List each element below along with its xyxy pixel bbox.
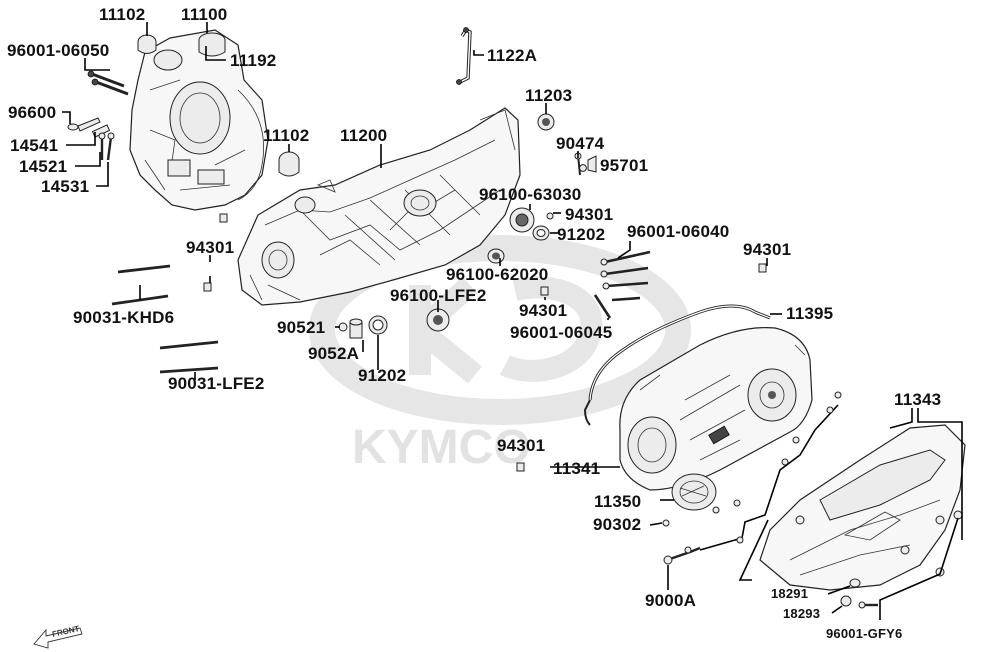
studs-90031-KHD6 (111, 264, 171, 306)
outer-cover-11343 (759, 424, 966, 591)
label-11203: 11203 (525, 86, 573, 105)
crankcase-cover-11341 (619, 327, 813, 491)
label-11395: 11395 (786, 304, 834, 323)
label-96100-LFE2: 96100-LFE2 (390, 286, 487, 305)
label-14541: 14541 (10, 136, 59, 155)
bolts-96001-06050 (87, 70, 129, 96)
studs-90031-LFE2 (159, 340, 219, 374)
label-18291: 18291 (771, 586, 809, 601)
label-96001-GFY6: 96001-GFY6 (826, 626, 903, 641)
label-11102-top: 11102 (99, 5, 146, 24)
bearing-96100-LFE2 (426, 308, 450, 332)
label-1122A: 1122A (487, 46, 538, 65)
label-90031-KHD6: 90031-KHD6 (73, 308, 175, 327)
kymco-watermark-logo (309, 235, 691, 425)
label-94301-d: 94301 (519, 301, 568, 320)
plug-90521-9052A (338, 318, 363, 339)
label-11341: 11341 (553, 459, 601, 478)
bearing-11203 (537, 113, 555, 131)
label-11102-mid: 11102 (263, 126, 310, 145)
label-96100-63030: 96100-63030 (479, 185, 582, 204)
label-95701: 95701 (600, 156, 649, 175)
label-11343: 11343 (894, 390, 942, 409)
label-96001-06045: 96001-06045 (510, 323, 613, 342)
label-94301-a: 94301 (565, 205, 614, 224)
gasket-11395 (583, 304, 771, 426)
bushing-11102-top (137, 34, 157, 54)
dowel-pins-94301 (203, 213, 767, 472)
oil-seal-91202 (368, 315, 388, 335)
label-14521: 14521 (19, 157, 68, 176)
label-11350: 11350 (594, 492, 642, 511)
label-90302: 90302 (593, 515, 642, 534)
right-crankcase-11200 (237, 107, 521, 306)
label-96001-06040: 96001-06040 (627, 222, 730, 241)
label-94301-b: 94301 (743, 240, 792, 259)
label-90031-LFE2: 90031-LFE2 (168, 374, 265, 393)
front-direction-arrow (33, 627, 83, 649)
left-crankcase-11100 (129, 29, 269, 211)
label-11192: 11192 (230, 51, 277, 70)
fitting-90474-95701 (574, 152, 597, 176)
bolts-9000A (663, 546, 701, 565)
tube-1122A (456, 27, 472, 85)
label-94301-e: 94301 (497, 436, 546, 455)
label-91202-b: 91202 (358, 366, 407, 385)
small-hardware-145xx (67, 117, 115, 161)
label-14531: 14531 (41, 177, 90, 196)
bushing-11102-mid (278, 151, 300, 177)
bearing-96100-63030 (509, 207, 554, 241)
label-90474: 90474 (556, 134, 605, 153)
bolts-96001-06040 (593, 250, 651, 319)
kymco-watermark-text: KYMCO (352, 421, 531, 474)
filter-cover-11350 (671, 473, 717, 511)
label-9052A: 9052A (308, 344, 360, 363)
label-11100: 11100 (181, 5, 228, 24)
label-11200: 11200 (340, 126, 388, 145)
label-9000A: 9000A (645, 591, 697, 610)
label-90521: 90521 (277, 318, 326, 337)
label-96600: 96600 (8, 103, 57, 122)
cover-screws-90302 (662, 391, 842, 551)
bearing-96100-62020 (487, 248, 505, 264)
label-96001-06050: 96001-06050 (7, 41, 110, 60)
seal-11192 (198, 32, 226, 57)
label-96100-62020: 96100-62020 (446, 265, 549, 284)
label-91202-a: 91202 (557, 225, 606, 244)
label-18293: 18293 (783, 606, 821, 621)
label-94301-c: 94301 (186, 238, 235, 257)
leader-lines (62, 22, 963, 620)
